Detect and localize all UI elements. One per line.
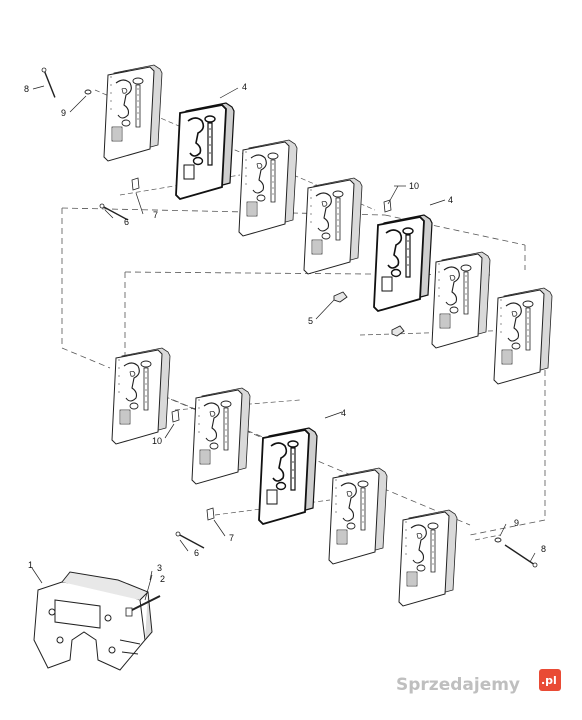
callout-9-top: 9 <box>61 108 66 118</box>
clip-7-top <box>131 177 140 191</box>
mounting-bracket <box>33 571 153 671</box>
nut-5 <box>333 291 348 303</box>
clip-7-lower <box>206 507 215 521</box>
counterweight-plate-4a <box>175 102 235 200</box>
counterweight-plate <box>111 347 171 445</box>
counterweight-plate <box>493 287 553 385</box>
counterweight-plate <box>303 177 363 275</box>
counterweight-plate <box>103 64 163 162</box>
callout-9-lower: 9 <box>514 518 519 528</box>
pin-8-lower <box>504 544 536 566</box>
callout-leaders <box>31 85 536 601</box>
watermark: Sprzedajemy .pl <box>396 669 561 695</box>
callout-1: 1 <box>28 560 33 570</box>
bracket-bolt <box>125 595 161 617</box>
watermark-suffix: .pl <box>541 674 557 687</box>
watermark-text: Sprzedajemy <box>396 675 520 695</box>
counterweight-plate <box>398 509 458 607</box>
callout-2: 2 <box>160 574 165 584</box>
callout-8-lower: 8 <box>541 544 546 554</box>
callout-4-lower: 4 <box>341 408 346 418</box>
clip-10-top <box>383 199 392 213</box>
callout-10-lower: 10 <box>152 436 162 446</box>
callout-8-top: 8 <box>24 84 29 94</box>
counterweight-plate <box>328 467 388 565</box>
watermark-badge <box>539 669 561 691</box>
callout-10-top: 10 <box>409 181 419 191</box>
nut-5-b <box>391 325 405 337</box>
counterweight-plate <box>191 387 251 485</box>
pin-8-lower-head <box>532 562 538 568</box>
clip-10-lower <box>171 409 180 423</box>
counterweight-plate <box>431 251 491 349</box>
callout-4-top: 4 <box>242 82 247 92</box>
callout-6-lower: 6 <box>194 548 199 558</box>
counterweight-plate-4b <box>373 214 433 312</box>
callout-3: 3 <box>157 563 162 573</box>
counterweight-plate <box>238 139 298 237</box>
callout-7-top: 7 <box>153 210 158 220</box>
callout-6-top: 6 <box>124 217 129 227</box>
washer-9-top <box>84 89 92 95</box>
pin-8-top <box>32 66 66 99</box>
counterweight-plate-4c <box>258 427 318 525</box>
callout-4-mid: 4 <box>448 195 453 205</box>
callout-7-lower: 7 <box>229 533 234 543</box>
callout-5: 5 <box>308 316 313 326</box>
washer-9-lower <box>494 537 502 543</box>
